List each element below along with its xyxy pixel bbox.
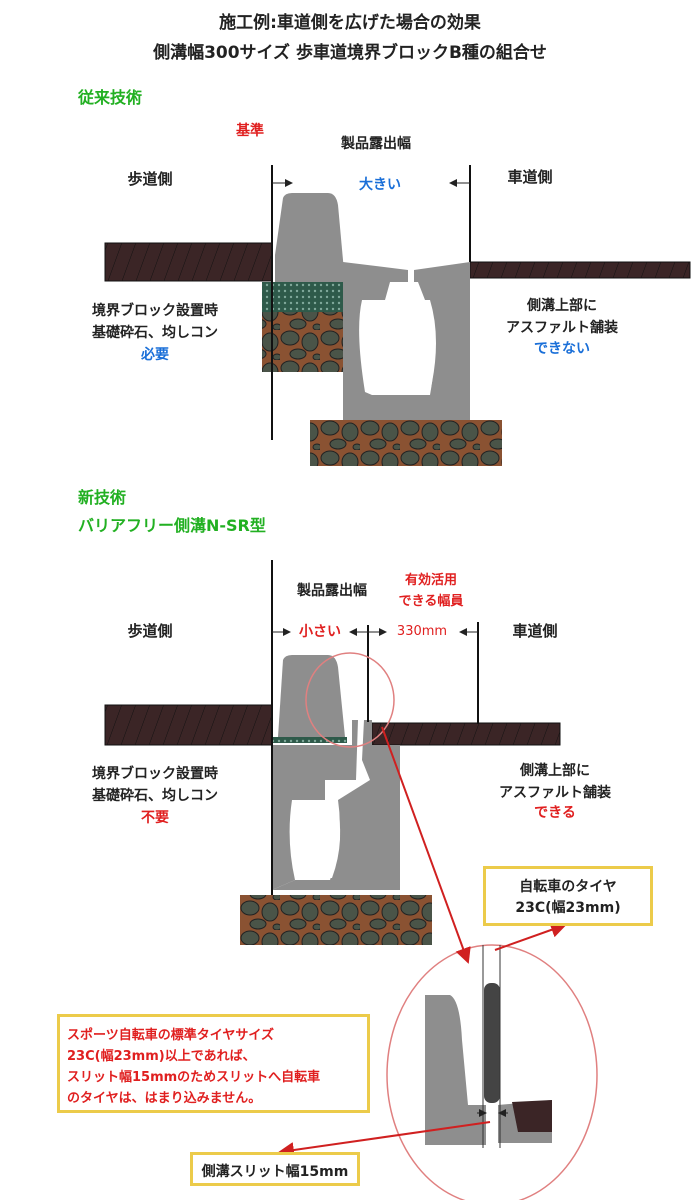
left-note-2-line-2: 基礎砕石、均しコン [92,788,218,804]
sidewalk-side-1: 歩道側 [127,170,173,188]
right-note-2-line-1: 側溝上部に [520,763,590,779]
effective-value: 330mm [396,624,448,639]
highlight-circle [305,652,395,748]
new-heading: 新技術 [78,488,127,507]
left-note-1-line-1: 境界ブロック設置時 [92,303,218,319]
conventional-heading: 従来技術 [78,88,143,107]
exposure-label-1: 製品露出幅 [341,136,411,152]
left-note-1-status: 必要 [141,347,169,363]
roadway-side-2: 車道側 [512,622,558,640]
right-note-1-line-2: アスファルト舗装 [506,320,618,336]
explanation-line-2: 23C(幅23mm)以上であれば、 [67,1049,256,1064]
right-note-2-status: できる [534,805,576,821]
detail-asphalt [512,1100,552,1132]
detail-view [278,726,598,1200]
explanation-line-4: のタイヤは、はまり込みません。 [67,1091,262,1106]
explanation-line-3: スリット幅15mmのためスリットへ自転車 [67,1070,321,1085]
gutter-gravel-1 [310,420,502,466]
exposure-value-2: 小さい [299,624,341,640]
exposure-label-2: 製品露出幅 [297,583,367,599]
base-concrete-1 [262,282,344,312]
road-asphalt-1 [469,261,691,279]
gutter-2-hollow [292,800,341,878]
tire-callout-line-2: 23C(幅23mm) [515,900,621,916]
roadway-side-1: 車道側 [507,168,553,186]
left-note-2-status: 不要 [141,810,169,826]
base-thin-2 [272,737,347,743]
right-note-1-status: できない [534,341,590,357]
callout-line-detail [381,726,471,964]
new-product-name: バリアフリー側溝N-SR型 [78,516,266,535]
slit-callout-box: 側溝スリット幅15mm [190,1152,360,1186]
curb-block-1 [275,193,345,282]
sidewalk-asphalt-1 [104,242,273,282]
gutter-gravel-2 [240,895,432,945]
gutter-2-left [272,720,358,890]
callout-line-slit [278,1121,491,1158]
sidewalk-asphalt-2 [104,704,273,746]
tire-callout-line-1: 自転車のタイヤ [519,879,617,895]
title-line-2: 側溝幅300サイズ 歩車道境界ブロックB種の組合せ [153,43,547,63]
gutter-2-right [272,720,400,890]
explanation-line-1: スポーツ自転車の標準タイヤサイズ [67,1028,274,1043]
tire-icon [484,983,500,1103]
conventional-section [104,165,691,466]
effective-label-line-1: 有効活用 [404,573,458,588]
callout-line-tire [494,922,567,951]
effective-label-line-2: できる幅員 [398,594,464,609]
sidewalk-side-2: 歩道側 [127,622,173,640]
left-note-1-line-2: 基礎砕石、均しコン [92,325,218,341]
curb-block-2 [278,655,345,737]
road-asphalt-2 [371,722,561,746]
gutter-1 [343,262,470,420]
right-note-2-line-2: アスファルト舗装 [499,785,611,801]
right-note-1-line-1: 側溝上部に [527,298,597,314]
detail-curb [425,995,486,1145]
title-line-1: 施工例:車道側を広げた場合の効果 [219,13,481,33]
reference-label: 基準 [236,123,264,139]
tire-callout-box: 自転車のタイヤ 23C(幅23mm) [483,866,653,926]
explanation-box: スポーツ自転車の標準タイヤサイズ 23C(幅23mm)以上であれば、 スリット幅… [57,1014,370,1113]
slit-callout-text: 側溝スリット幅15mm [201,1164,349,1180]
new-section [104,560,561,945]
gutter-1-hollow [362,300,436,392]
exposure-value-1: 大きい [359,177,401,193]
base-gravel-1 [262,312,344,372]
left-note-2-line-1: 境界ブロック設置時 [92,766,218,782]
